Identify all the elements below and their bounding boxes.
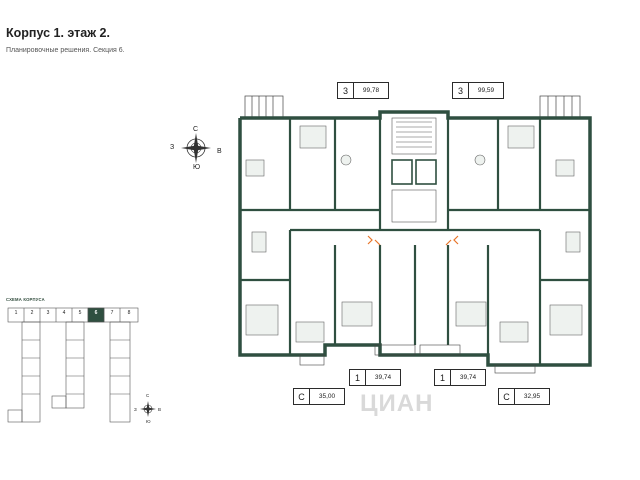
schema-section: 3 [46,310,50,316]
apartment-rooms: С [294,389,310,404]
schema-section: 1 [14,310,18,316]
interior-walls [240,118,590,365]
schema-section: 4 [62,310,66,316]
schema-sections: 1 2 3 4 5 6 7 8 [8,310,138,316]
page-title: Корпус 1. этаж 2. [6,26,110,40]
compass-east-label: В [217,148,222,155]
compass-south-label: Ю [193,164,201,171]
watermark: ЦИАН [360,390,434,417]
apartment-area: 39,74 [459,374,477,381]
entrance-markers [367,235,459,246]
apartment-area: 35,00 [318,393,336,400]
compass-small-north-label: С [146,393,150,398]
balcony-bottom [299,344,536,374]
balcony-top-left [244,95,284,119]
apartment-badge[interactable]: С 32,95 [498,388,550,405]
apartment-badge[interactable]: 1 39,74 [434,369,486,386]
apartment-area: 32,95 [523,393,541,400]
apartment-area: 39,74 [374,374,392,381]
schema-section: 8 [127,310,131,316]
apartment-area: 99,59 [477,87,495,94]
compass-rose-icon [181,133,211,163]
compass-small-east-label: В [158,407,162,412]
apartment-rooms: 1 [350,370,366,385]
building-outline [238,110,592,367]
compass-west-label: З [170,144,175,151]
apartment-badge[interactable]: С 35,00 [293,388,345,405]
apartment-badge[interactable]: 3 99,78 [337,82,389,99]
compass-small-icon [140,401,156,417]
apartment-area: 99,78 [362,87,380,94]
schema-label: СХЕМА КОРПУСА [6,297,45,302]
compass-small-west-label: З [134,407,137,412]
compass-north-label: С [193,126,199,133]
apartment-rooms: 1 [435,370,451,385]
schema-section: 7 [110,310,114,316]
apartment-badge[interactable]: 3 99,59 [452,82,504,99]
furniture [245,125,583,343]
schema-section: 2 [30,310,34,316]
apartment-rooms: 3 [453,83,469,98]
building-schema [7,307,139,423]
stair-core [391,117,437,223]
schema-section-active: 6 [94,310,98,316]
compass-small-south-label: Ю [146,419,151,424]
schema-section: 5 [78,310,82,316]
apartment-badge[interactable]: 1 39,74 [349,369,401,386]
apartment-rooms: С [499,389,515,404]
page-subtitle: Планировочные решения. Секция 6. [6,47,125,54]
balcony-top-right [539,95,581,119]
apartment-rooms: 3 [338,83,354,98]
